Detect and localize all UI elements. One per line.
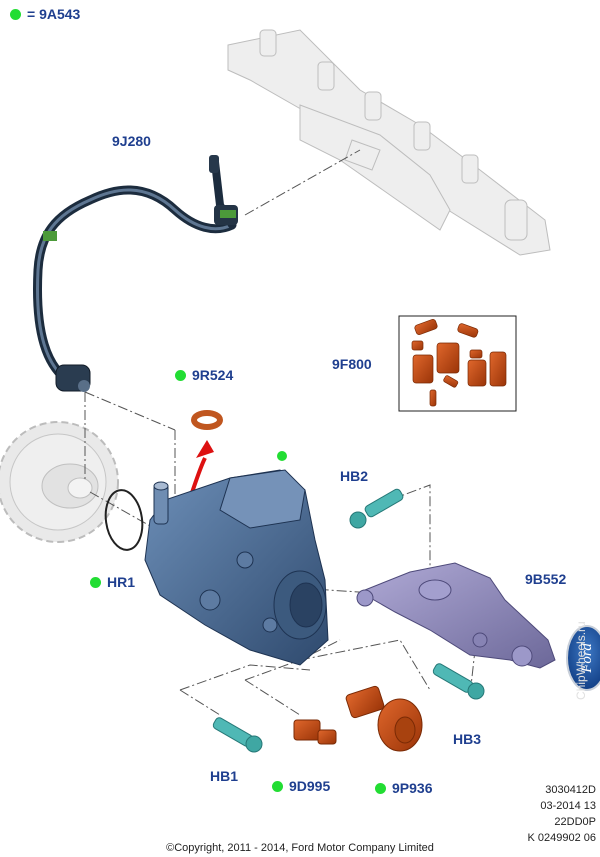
mounting-bracket [356,562,556,669]
copyright: ©Copyright, 2011 - 2014, Ford Motor Comp… [166,842,434,854]
fuel-rail [227,29,551,256]
label-hr1: HR1 [90,574,135,590]
label-9f800: 9F800 [332,356,372,372]
legend-text: = 9A543 [27,6,81,22]
label-hb1: HB1 [210,768,239,784]
o-ring-hr1 [104,489,144,551]
label-9p936: 9P936 [375,780,432,796]
bolt-hb1 [212,717,263,753]
label-9r524: 9R524 [175,367,233,383]
repair-kit-9f800 [398,315,517,412]
label-hb3: HB3 [453,731,482,747]
high-pressure-fuel-pump [144,469,329,666]
bolt-hb3 [432,663,485,700]
drawing-metadata: 3030412D 03-2014 13 22DD0P K 0249902 06 [527,782,596,846]
dot-icon [375,783,386,794]
label-text: HR1 [107,574,136,590]
meta-line: 03-2014 13 [540,800,596,812]
sensor-9d995 [293,719,337,745]
watermark: ChipWheels.ru [574,621,588,700]
dot-icon [175,370,186,381]
o-ring-9r524 [191,410,223,430]
meta-line: 22DD0P [554,816,596,828]
metering-valve-9p936 [345,685,423,752]
fuel-line [33,155,238,392]
dot-icon [90,577,101,588]
ford-logo-text: Ford [579,643,595,674]
legend: = 9A543 [10,6,80,22]
dot-icon [272,781,283,792]
pump-sprocket [0,421,119,543]
label-text: 9P936 [392,780,433,796]
meta-line: 3030412D [545,784,596,796]
highlight-dots [277,451,287,461]
ford-logo-icon: Ford [566,625,600,691]
label-9b552: 9B552 [525,571,567,587]
label-9d995: 9D995 [272,778,330,794]
label-hb2: HB2 [340,468,369,484]
label-9j280: 9J280 [112,133,151,149]
legend-dot-icon [10,9,21,20]
label-text: 9D995 [289,778,331,794]
label-text: 9R524 [192,367,234,383]
meta-line: K 0249902 06 [527,832,596,844]
bolt-hb2 [349,488,404,529]
